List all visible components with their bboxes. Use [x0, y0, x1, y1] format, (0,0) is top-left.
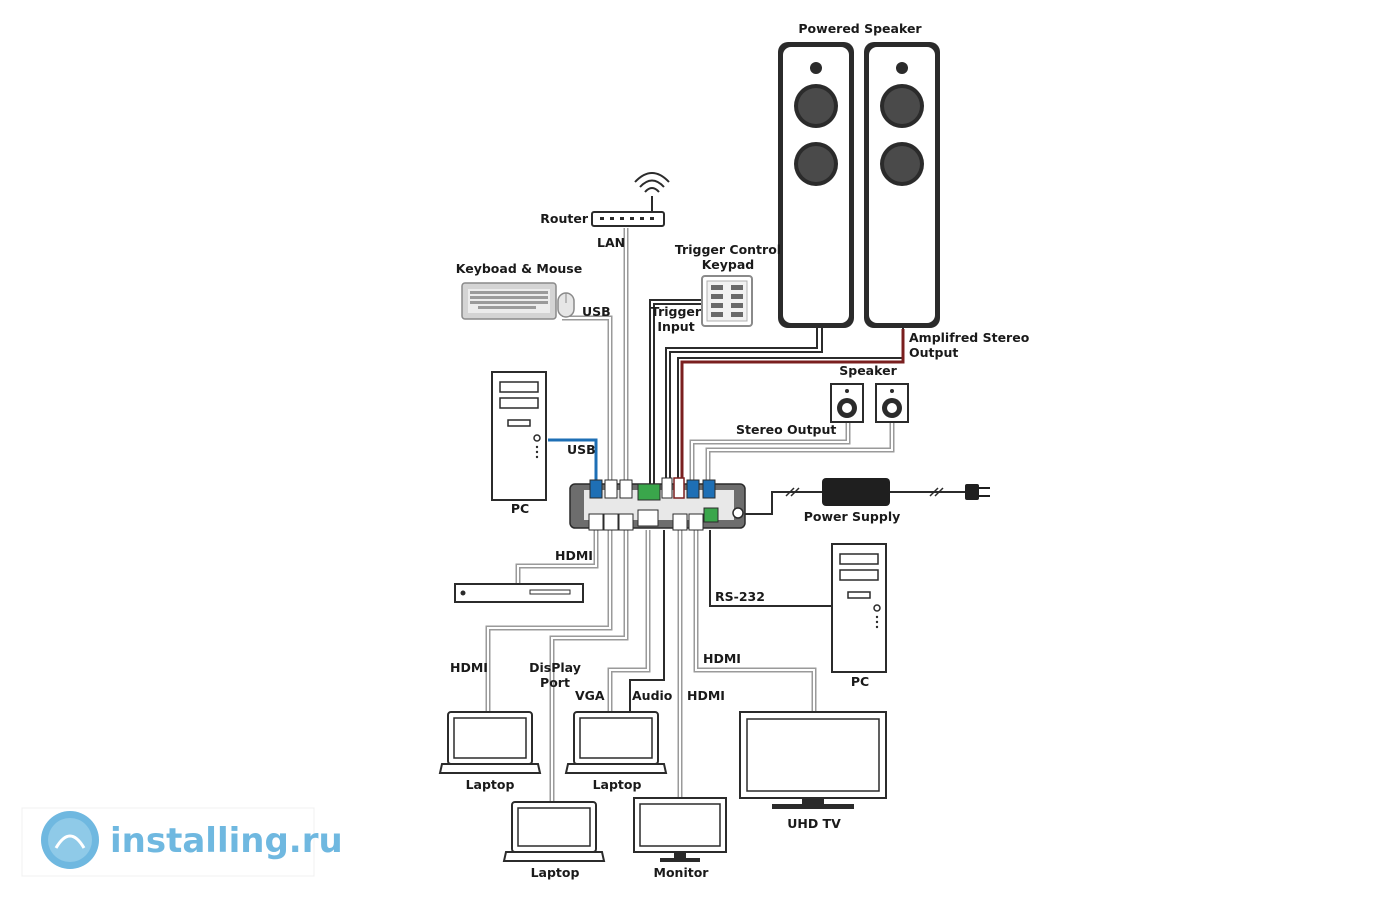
watermark: installing.ru	[21, 807, 343, 877]
label-keyboard-mouse: Keyboad & Mouse	[456, 261, 582, 276]
label-power-supply: Power Supply	[804, 509, 901, 524]
label-laptop-3: Laptop	[531, 865, 580, 880]
keyboard-icon	[461, 282, 557, 320]
labels: Powered Speaker Amplifred Stereo Output …	[450, 21, 1030, 880]
router-icon	[591, 172, 670, 227]
laptop-icon	[564, 711, 668, 774]
speaker-icon	[875, 383, 909, 423]
keyboard-mouse	[461, 282, 575, 320]
stereo-speakers	[830, 383, 909, 423]
label-hdmi-laptop-left: HDMI	[450, 660, 488, 675]
power-plug-icon	[965, 484, 990, 500]
mouse-icon	[557, 292, 575, 318]
power-supply	[785, 478, 990, 506]
label-pc-right: PC	[851, 674, 869, 689]
speaker-icon	[778, 42, 854, 328]
label-displayport-1: DisPlay	[529, 660, 581, 675]
monitor-icon	[633, 797, 727, 862]
label-audio: Audio	[632, 688, 673, 703]
label-pc-left: PC	[511, 501, 529, 516]
laptop-icon	[502, 801, 606, 862]
label-displayport-2: Port	[540, 675, 570, 690]
label-lan: LAN	[597, 235, 625, 250]
speaker-icon	[830, 383, 864, 423]
label-hdmi-player: HDMI	[555, 548, 593, 563]
speaker-icon	[864, 42, 940, 328]
label-usb-pc: USB	[567, 442, 596, 457]
label-amplified-output-2: Output	[909, 345, 958, 360]
pc-tower-icon	[491, 371, 547, 501]
media-player	[454, 583, 584, 603]
label-stereo-output: Stereo Output	[736, 422, 836, 437]
pc-tower-icon	[831, 543, 887, 673]
label-laptop-2: Laptop	[593, 777, 642, 792]
label-vga: VGA	[575, 688, 605, 703]
tv-icon	[739, 711, 887, 809]
label-uhd-tv: UHD TV	[787, 816, 841, 831]
label-laptop-1: Laptop	[466, 777, 515, 792]
label-monitor: Monitor	[654, 865, 710, 880]
powered-speaker-pair	[778, 42, 940, 328]
label-usb-keyboard: USB	[582, 304, 611, 319]
label-trigger-input-1: Trigger	[651, 304, 702, 319]
label-amplified-output-1: Amplifred Stereo	[909, 330, 1030, 345]
keypad-icon	[701, 275, 753, 327]
laptop-icon	[438, 711, 542, 774]
label-router: Router	[540, 211, 589, 226]
presentation-switcher	[569, 477, 746, 531]
label-powered-speaker: Powered Speaker	[798, 21, 922, 36]
watermark-logo	[41, 811, 99, 869]
label-hdmi-monitor: HDMI	[687, 688, 725, 703]
label-trigger-keypad-1: Trigger Control	[675, 242, 781, 257]
label-speaker: Speaker	[839, 363, 897, 378]
label-trigger-input-2: Input	[657, 319, 694, 334]
label-trigger-keypad-2: Keypad	[702, 257, 754, 272]
label-hdmi-tv: HDMI	[703, 651, 741, 666]
cables	[485, 228, 965, 802]
wifi-icon	[634, 172, 670, 193]
watermark-text: installing.ru	[110, 821, 343, 861]
label-rs232: RS-232	[715, 589, 765, 604]
